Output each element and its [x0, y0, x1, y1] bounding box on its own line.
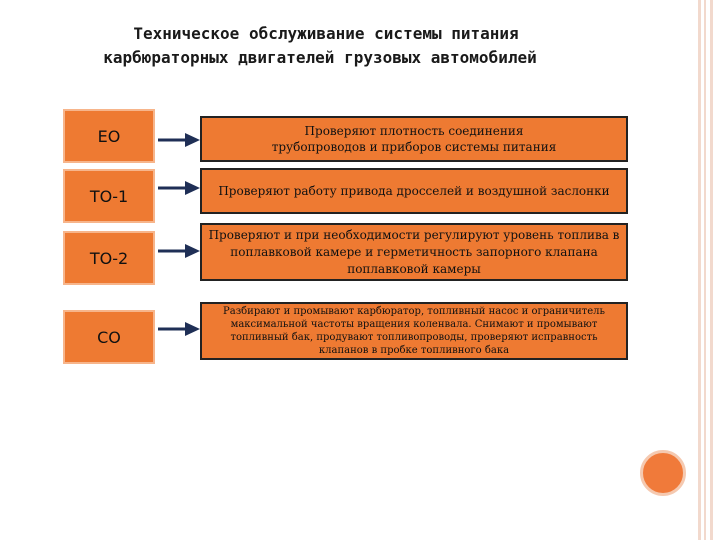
accent-circle	[640, 450, 686, 496]
title-line-2: карбюраторных двигателей грузовых автомо…	[103, 48, 537, 67]
desc-box-eo: Проверяют плотность соединения трубопров…	[200, 116, 628, 162]
desc-box-to2: Проверяют и при необходимости регулируют…	[200, 223, 628, 281]
border-line	[710, 0, 713, 540]
arrow-right-icon	[158, 181, 200, 195]
desc-so-text: Разбирают и промывают карбюратор, топлив…	[223, 306, 605, 356]
label-box-eo: ЕО	[63, 109, 155, 163]
desc-to1-text: Проверяют работу привода дросселей и воз…	[218, 184, 610, 198]
arrow-right-icon	[158, 133, 200, 147]
border-line	[704, 0, 706, 540]
arrow-right-icon	[158, 322, 200, 336]
desc-box-to1: Проверяют работу привода дросселей и воз…	[200, 168, 628, 214]
arrow-right-icon	[158, 244, 200, 258]
title-line-1: Техническое обслуживание системы питания	[133, 24, 519, 43]
label-box-so: СО	[63, 310, 155, 364]
desc-to2-text: Проверяют и при необходимости регулируют…	[208, 227, 620, 276]
desc-box-so: Разбирают и промывают карбюратор, топлив…	[200, 302, 628, 360]
label-box-to2: ТО-2	[63, 231, 155, 285]
desc-eo-line-2: трубопроводов и приборов системы питания	[271, 140, 557, 154]
page-title: Техническое обслуживание системы питания…	[0, 22, 640, 70]
label-box-to1: ТО-1	[63, 169, 155, 223]
desc-eo-line-1: Проверяют плотность соединения	[304, 124, 524, 138]
border-line	[698, 0, 701, 540]
